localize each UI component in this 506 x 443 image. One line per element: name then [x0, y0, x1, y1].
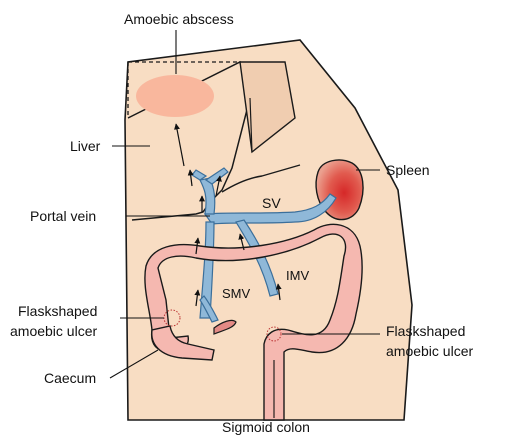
label-spleen: Spleen — [386, 162, 430, 178]
colon — [144, 223, 363, 421]
arrow-up-icon — [194, 289, 201, 307]
amoebic-abscess — [136, 75, 214, 117]
label-smv: SMV — [222, 286, 251, 301]
appendix — [213, 319, 237, 335]
liver-lower-edge — [221, 164, 301, 193]
ulcer-sigmoid — [266, 326, 282, 342]
smv-branch — [199, 295, 219, 323]
flow-arrows — [174, 123, 282, 307]
label-sv: SV — [262, 195, 281, 211]
label-imv: IMV — [286, 268, 309, 283]
liver-lobe-edge — [249, 97, 253, 153]
transverse-colon — [144, 223, 363, 421]
arrow-up-icon — [187, 169, 194, 187]
label-ulcer-right-2: amoebic ulcer — [386, 343, 473, 359]
label-amoebic-abscess: Amoebic abscess — [124, 11, 234, 27]
label-ulcer-left-1: Flaskshaped — [18, 303, 97, 319]
liver-lobe — [239, 61, 296, 154]
arrow-up-icon — [275, 283, 282, 301]
label-sigmoid-colon: Sigmoid colon — [222, 419, 310, 435]
arrow-up-icon — [194, 237, 201, 255]
arrow-up-icon — [215, 175, 222, 197]
leader-lines — [109, 30, 380, 418]
liver-flap-dashed — [127, 61, 240, 118]
label-ulcer-left-2: amoebic ulcer — [10, 323, 97, 339]
leader-caecum — [109, 349, 159, 379]
caecum — [151, 325, 215, 361]
label-liver: Liver — [70, 138, 101, 154]
label-portal-vein: Portal vein — [30, 208, 96, 224]
portal-branch-left — [191, 169, 208, 181]
arrow-up-icon — [174, 123, 185, 167]
label-ulcer-right-1: Flaskshaped — [386, 323, 465, 339]
label-caecum: Caecum — [44, 370, 96, 386]
splenic-vein — [203, 193, 337, 225]
arrow-up-icon — [238, 233, 245, 251]
